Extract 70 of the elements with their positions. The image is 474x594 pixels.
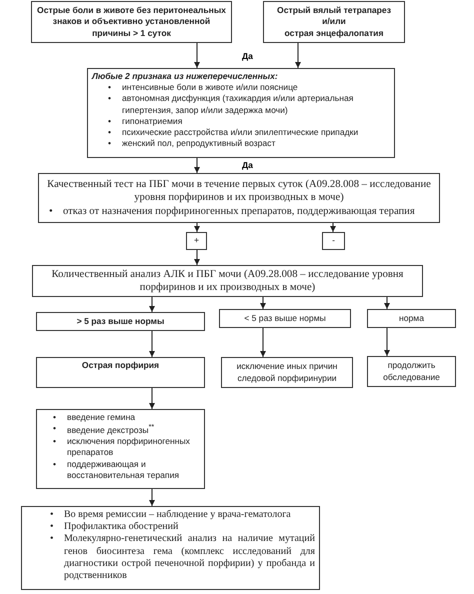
- box-text: > 5 раз выше нормы: [76, 316, 166, 328]
- result-box: [322, 232, 345, 250]
- box-text: Качественный тест на ПБГ мочи в течение первых суток (А09.28.008 – исследование уровня порфиринов и их производных в моче): [46, 178, 432, 205]
- bullet-mark: •: [53, 458, 56, 470]
- process-box: [367, 356, 456, 387]
- bullet-item: гипонатриемия: [122, 116, 182, 126]
- arrow: [194, 42, 200, 68]
- list-box: [87, 68, 395, 158]
- branch-label: Да: [242, 51, 253, 61]
- box-text: < 5 раз выше нормы: [243, 312, 327, 324]
- box-text: +: [192, 235, 200, 247]
- bullet-item: введение гемина: [67, 412, 136, 422]
- arrow: [295, 42, 301, 68]
- process-box: [36, 357, 205, 388]
- box-text: и/или: [321, 16, 347, 28]
- bullet-mark: •: [108, 116, 112, 127]
- bullet-item: Молекулярно-генетический анализ на наличие мутаций генов биосинтеза гема (комплекс исследований для диагностики острой печеночной порфирии) у пробанда и родственников: [64, 533, 315, 581]
- bullet-item: Во время ремиссии – наблюдение у врача-гематолога: [64, 509, 291, 520]
- bullet-item: Профилактика обострений: [64, 521, 178, 532]
- branch-label: Да: [242, 160, 253, 170]
- box-text: продолжить обследование: [382, 360, 441, 383]
- arrow: [194, 250, 200, 266]
- process-box: [221, 357, 353, 388]
- bullet-mark: •: [108, 126, 112, 138]
- bullet-item: автономная дисфункция (тахикардия и/или артериальная гипертензия, запор и/или задержка мочи): [122, 93, 354, 115]
- process-box: [32, 265, 423, 297]
- bullet-mark: •: [108, 82, 112, 94]
- box-text: норма: [398, 312, 425, 324]
- list-box: [21, 506, 320, 590]
- bullet-item: интенсивные боли в животе и/или пояснице: [122, 82, 298, 92]
- bullet-item: отказ от назначения порфириногенных препаратов, поддерживающая терапия: [63, 206, 415, 217]
- box-text: острая энцефалопатия: [284, 28, 384, 39]
- bullet-mark: •: [53, 436, 56, 448]
- box-text: Острые боли в животе без перитонеальных знаков и объективно установленной причины > 1 суток: [36, 5, 227, 39]
- bullet-mark: •: [49, 204, 53, 218]
- bullet-item: женский пол, репродуктивный возраст: [122, 138, 276, 148]
- arrow: [149, 330, 155, 358]
- bullet-mark: •: [50, 509, 54, 522]
- process-box: [36, 312, 205, 331]
- bullet-mark: •: [50, 521, 54, 534]
- bullet-mark: •: [108, 93, 112, 105]
- list-box: [36, 409, 205, 489]
- box-text: -: [331, 235, 336, 247]
- bullet-item: введение декстрозы$^{**}$: [67, 425, 154, 436]
- arrow: [384, 296, 390, 310]
- process-box: [263, 1, 405, 43]
- bullet-mark: •: [108, 138, 112, 150]
- bullet-mark: •: [53, 423, 56, 434]
- arrow: [149, 296, 155, 312]
- process-box: [38, 173, 440, 223]
- arrow: [330, 222, 336, 232]
- arrow: [384, 328, 390, 356]
- arrow: [260, 296, 266, 310]
- arrow: [260, 328, 266, 358]
- box-text: Количественный анализ АЛК и ПБГ мочи (А09.28.008 – исследование уровня порфиринов и их производных в моче): [50, 268, 404, 294]
- list-heading: Любые 2 признака из нижеперечисленных:: [92, 71, 279, 82]
- bullet-mark: •: [53, 412, 56, 424]
- arrow: [149, 488, 155, 506]
- bullet-item: поддерживающая и восстановительная терапия: [67, 458, 180, 480]
- bullet-item: психические расстройства и/или эпилептические припадки: [122, 126, 358, 137]
- result-box: [186, 232, 207, 250]
- process-box: [219, 309, 351, 328]
- arrow: [194, 222, 200, 232]
- arrow: [194, 158, 200, 174]
- process-box: [367, 309, 456, 328]
- box-text: Острый вялый тетрапарез: [276, 5, 392, 16]
- box-text: исключение иных причин следовой порфиринурии: [236, 361, 338, 384]
- bullet-mark: •: [50, 533, 54, 546]
- box-text: Острая порфирия: [80, 360, 160, 372]
- arrow: [149, 388, 155, 410]
